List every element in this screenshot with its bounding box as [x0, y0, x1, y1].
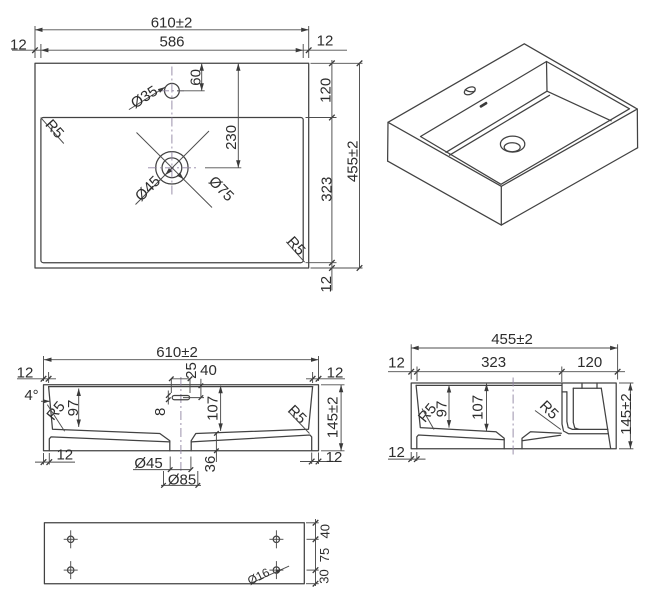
svg-text:610±2: 610±2	[156, 344, 198, 361]
svg-text:97: 97	[65, 400, 82, 417]
svg-text:30: 30	[316, 569, 331, 583]
svg-text:12: 12	[17, 365, 34, 382]
svg-text:586: 586	[159, 33, 184, 50]
svg-text:120: 120	[318, 78, 335, 103]
svg-text:455±2: 455±2	[344, 140, 361, 182]
svg-text:60: 60	[188, 69, 205, 86]
svg-text:12: 12	[388, 444, 405, 461]
svg-text:12: 12	[56, 447, 73, 464]
svg-text:323: 323	[319, 177, 336, 202]
svg-text:12: 12	[326, 449, 343, 466]
svg-text:230: 230	[223, 125, 240, 150]
svg-text:12: 12	[388, 355, 405, 372]
svg-text:Ø85: Ø85	[168, 472, 196, 489]
svg-text:40: 40	[318, 524, 333, 538]
svg-text:75: 75	[317, 548, 332, 562]
svg-text:12: 12	[317, 32, 334, 49]
svg-text:12: 12	[10, 37, 27, 54]
svg-text:12: 12	[318, 276, 335, 293]
svg-text:107: 107	[205, 396, 222, 421]
svg-text:120: 120	[577, 354, 602, 371]
svg-text:97: 97	[433, 401, 450, 418]
svg-text:455±2: 455±2	[491, 331, 533, 348]
svg-text:4°: 4°	[24, 387, 38, 404]
svg-text:36: 36	[202, 456, 219, 473]
svg-text:12: 12	[327, 365, 344, 382]
svg-text:40: 40	[200, 362, 217, 379]
svg-text:107: 107	[469, 395, 486, 420]
svg-text:145±2: 145±2	[325, 396, 342, 438]
svg-text:145±2: 145±2	[618, 393, 635, 435]
svg-text:Ø45: Ø45	[134, 455, 162, 472]
svg-text:610±2: 610±2	[151, 14, 193, 31]
svg-text:25: 25	[183, 362, 200, 379]
svg-text:323: 323	[481, 354, 506, 371]
svg-text:8: 8	[152, 408, 169, 416]
